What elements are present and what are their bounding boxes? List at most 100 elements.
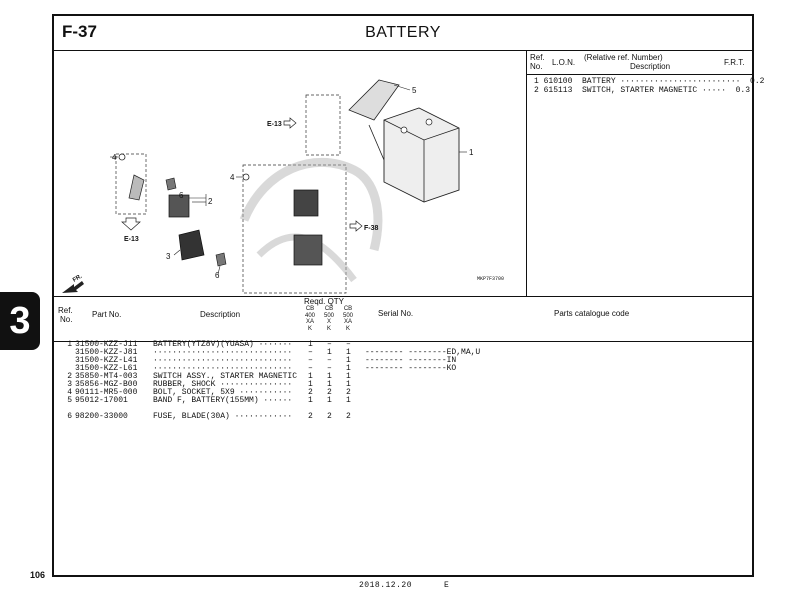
battery-terminal [400,126,408,134]
ref-header: Ref. [58,306,73,315]
quantity-cell: – [308,348,313,357]
leader-line [393,84,411,91]
ref-number: 5 [67,396,72,405]
parts-row: 31500-KZZ-L41···························… [62,357,456,365]
serial-number: -------- --------IN [365,356,457,365]
dashed-group-left [115,153,147,215]
quantity-cell: 1 [346,380,351,389]
lon-header: L.O.N. [552,58,576,67]
ref-number: 4 [67,388,72,397]
reference-panel: Ref. No. L.O.N. (Relative ref. Number) D… [526,50,764,296]
part-no-header: Part No. [92,310,122,319]
battery-band-strap [368,124,385,161]
part-description: RUBBER, SHOCK ··············· [153,380,293,389]
front-arrow-icon [62,281,84,293]
part-number: 31500-KZZ-L61 [75,364,138,373]
battery-terminal [425,118,433,126]
quantity-cell: 1 [346,348,351,357]
rubber-shock [178,229,205,261]
quantity-cell: 2 [327,388,332,397]
reference-arrow [349,220,363,232]
quantity-cell: – [346,340,351,349]
page-header: F-37 BATTERY [54,16,752,51]
part-description: BAND F, BATTERY(155MM) ······ [153,396,293,405]
callout: 6 [179,191,184,200]
section-tab: 3 [0,292,40,350]
part-number: 98200-33000 [75,412,128,421]
quantity-cell: – [308,364,313,373]
quantity-cell: 1 [346,356,351,365]
socket-bolt [118,153,126,161]
socket-bolt [242,173,250,181]
quantity-cell: – [327,340,332,349]
quantity-cell: 2 [327,412,332,421]
bracket [128,174,145,201]
page-number: 106 [30,570,46,580]
serial-number: -------- --------ED,MA,U [365,348,481,357]
ref-number: 6 [67,412,72,421]
part-number: 95012-17001 [75,396,128,405]
footer-date: 2018.12.20 [359,581,413,590]
starter-switch-installed [293,189,319,217]
quantity-cell: 1 [327,380,332,389]
description-header: Description [200,310,241,319]
ref-number: 3 [67,380,72,389]
relative-ref-header: (Relative ref. Number) [584,53,663,62]
ref-number: 1 [67,340,72,349]
parts-row: 31500-KZZ-L61 ···························… [62,365,456,373]
parts-table-header: Ref. No. Part No. Description Reqd. QTY … [54,296,752,342]
part-number: 35856-MGZ-B00 [75,380,138,389]
quantity-cell: 1 [308,340,313,349]
serial-number: -------- --------KO [365,364,457,373]
figure-title: BATTERY [365,24,441,41]
quantity-cell: 1 [308,380,313,389]
part-number: 31500-KZZ-J11 [75,340,138,349]
exploded-diagram: 1 2 3 4 4 5 6 6 E-13 E-13 F-38 FR. MKP7F… [54,50,527,296]
quantity-cell: – [308,356,313,365]
leader-line [217,265,221,275]
serial-no-header: Serial No. [378,309,414,318]
quantity-cell: 2 [346,412,351,421]
parts-row: 31500-KZZ-J81···························… [62,349,480,357]
leader-line [173,249,181,256]
part-description: SWITCH ASSY., STARTER MAGNETIC [153,372,298,381]
ref-header: Ref. [530,53,545,62]
no-header: No. [530,62,543,71]
reference-row: 2 615113 SWITCH, STARTER MAGNETIC ····· … [534,86,751,95]
catalogue-page-frame: F-37 BATTERY [52,14,764,577]
starter-switch [168,194,190,218]
callout: 3 [166,252,171,261]
quantity-cell: 1 [327,348,332,357]
part-number: 31500-KZZ-J81 [75,348,138,357]
battery [383,107,460,203]
ref-number: 2 [67,372,72,381]
part-description: ····························· [153,364,293,373]
fuse [165,177,177,191]
part-description: BATTERY(YTZ8V)(YUASA) ······· [153,340,293,349]
fuse [215,252,227,267]
quantity-cell: 1 [327,372,332,381]
quantity-cell: 1 [308,372,313,381]
quantity-cell: 2 [346,388,351,397]
footer-code: E [444,581,449,590]
divider [526,74,754,75]
callout: 4 [112,153,117,162]
catalogue-code-header: Parts catalogue code [554,309,630,318]
figure-code: F-37 [62,22,97,41]
callout: 5 [412,86,417,95]
callout: 6 [215,271,220,280]
reference-arrow [121,217,141,231]
quantity-cell: 1 [308,396,313,405]
diagram-drawing: 1 2 3 4 4 5 6 6 E-13 E-13 F-38 FR. [62,79,474,294]
quantity-cell: 1 [327,396,332,405]
no-header: No. [60,315,73,324]
quantity-cell: 1 [346,372,351,381]
